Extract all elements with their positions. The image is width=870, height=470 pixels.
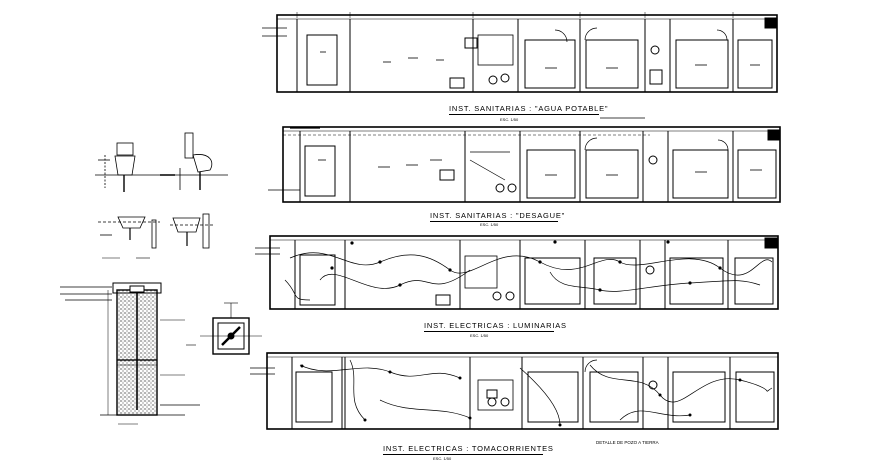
title-underline — [383, 454, 543, 455]
detail-pozo-a-tierra-label: DETALLE DE POZO A TIERRA — [596, 440, 659, 445]
plan-title-desague: INST. SANITARIAS : "DESAGUE" — [430, 211, 566, 220]
plan-scale-desague: ESC. 1/50 — [480, 222, 499, 227]
title-underline — [449, 114, 599, 115]
detail-pozo-a-tierra-plan — [186, 302, 262, 355]
detail-toilet-elevations — [95, 132, 228, 192]
plan-scale-luminarias: ESC. 1/50 — [470, 333, 489, 338]
plan-agua-potable — [262, 12, 778, 93]
plan-title-agua-potable: INST. SANITARIAS : "AGUA POTABLE" — [449, 104, 609, 113]
plan-luminarias — [255, 235, 779, 310]
plan-scale-agua-potable: ESC. 1/50 — [500, 117, 519, 122]
title-underline — [424, 331, 554, 332]
plan-title-tomacorrientes: INST. ELECTRICAS : TOMACORRIENTES — [383, 444, 554, 453]
detail-pozo-a-tierra-section — [60, 282, 200, 425]
detail-sink-elevations — [98, 213, 215, 259]
plan-tomacorrientes — [250, 352, 779, 430]
plan-desague — [268, 117, 781, 203]
plan-scale-tomacorrientes: ESC. 1/50 — [433, 456, 452, 461]
title-underline — [430, 221, 558, 222]
plan-title-luminarias: INST. ELECTRICAS : LUMINARIAS — [424, 321, 567, 330]
